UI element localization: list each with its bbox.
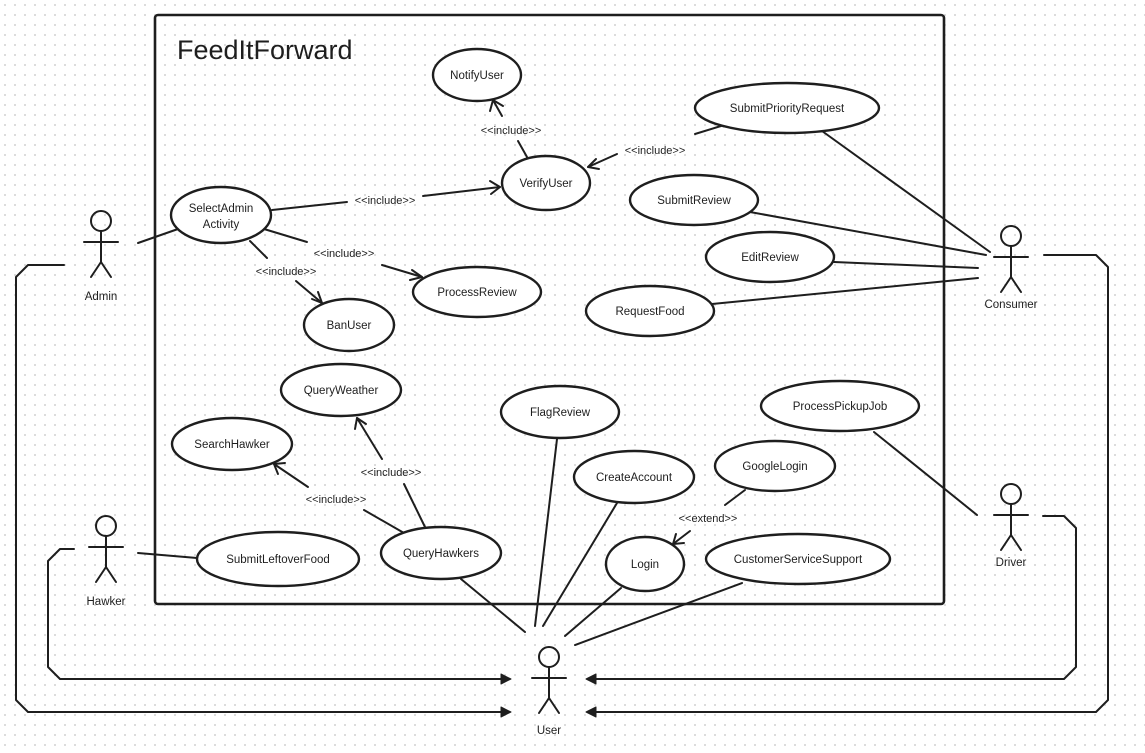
use-case-submit-leftover-food[interactable]: SubmitLeftoverFood	[195, 530, 361, 588]
use-case-label: SubmitReview	[657, 195, 731, 207]
stick-figure-icon	[531, 646, 567, 714]
use-case-label: VerifyUser	[519, 178, 572, 190]
use-case-label: CreateAccount	[596, 472, 673, 484]
use-case-label: SelectAdmin	[189, 203, 254, 215]
include-label: <<include>>	[355, 195, 416, 207]
actor-label: Admin	[85, 291, 118, 303]
use-case-notify-user[interactable]: NotifyUser	[431, 47, 523, 103]
stick-figure-icon	[88, 515, 124, 583]
use-case-query-hawkers[interactable]: QueryHawkers	[379, 525, 503, 581]
actor-label: User	[537, 725, 561, 737]
use-case-login[interactable]: Login	[604, 535, 686, 593]
use-case-label: NotifyUser	[450, 70, 504, 82]
use-case-customer-service-support[interactable]: CustomerServiceSupport	[704, 532, 892, 586]
use-case-label: Activity	[203, 219, 240, 231]
use-case-select-admin-activity[interactable]: SelectAdmin Activity	[169, 185, 273, 245]
use-case-label: QueryWeather	[304, 385, 379, 397]
stick-figure-icon	[83, 210, 119, 278]
use-case-request-food[interactable]: RequestFood	[584, 284, 716, 338]
use-case-label: QueryHawkers	[403, 548, 479, 560]
system-title: FeedItForward	[177, 35, 353, 65]
arrow-head	[585, 706, 597, 718]
stick-figure-icon	[993, 483, 1029, 551]
actor-user[interactable]: User	[531, 646, 567, 737]
actor-label: Driver	[996, 557, 1027, 569]
connector-lines	[15, 99, 1109, 718]
use-case-submit-priority-request[interactable]: SubmitPriorityRequest	[693, 81, 881, 135]
use-case-label: ProcessPickupJob	[793, 401, 888, 413]
use-case-label: EditReview	[741, 252, 799, 264]
use-case-label: ProcessReview	[437, 287, 517, 299]
use-case-ban-user[interactable]: BanUser	[302, 297, 396, 353]
use-case-query-weather[interactable]: QueryWeather	[279, 362, 403, 418]
use-case-label: Login	[631, 559, 659, 571]
use-case-label: SubmitPriorityRequest	[730, 103, 845, 115]
use-case-label: GoogleLogin	[742, 461, 807, 473]
use-case-label: RequestFood	[615, 306, 684, 318]
extend-label: <<extend>>	[679, 513, 738, 525]
use-case-search-hawker[interactable]: SearchHawker	[170, 416, 294, 472]
actor-driver[interactable]: Driver	[993, 483, 1029, 569]
actor-admin[interactable]: Admin	[83, 210, 119, 303]
use-case-create-account[interactable]: CreateAccount	[572, 449, 696, 505]
actor-label: Hawker	[87, 596, 126, 608]
use-case-process-pickup-job[interactable]: ProcessPickupJob	[759, 379, 921, 433]
use-case-edit-review[interactable]: EditReview	[704, 230, 836, 284]
relationship-labels: <<include>> <<include>> <<include>> <<in…	[256, 125, 738, 525]
arrow-head	[500, 673, 512, 685]
actor-hawker[interactable]: Hawker	[87, 515, 126, 608]
include-label: <<include>>	[256, 266, 317, 278]
arrow-head	[585, 673, 597, 685]
use-case-label: FlagReview	[530, 407, 591, 419]
use-case-verify-user[interactable]: VerifyUser	[500, 154, 592, 212]
include-label: <<include>>	[306, 494, 367, 506]
use-case-label: CustomerServiceSupport	[734, 554, 863, 566]
use-case-submit-review[interactable]: SubmitReview	[628, 173, 760, 227]
use-case-process-review[interactable]: ProcessReview	[411, 265, 543, 319]
actor-label: Consumer	[984, 299, 1037, 311]
include-label: <<include>>	[625, 145, 686, 157]
system-boundary	[153, 13, 946, 606]
use-case-label: BanUser	[327, 320, 372, 332]
include-label: <<include>>	[481, 125, 542, 137]
use-case-google-login[interactable]: GoogleLogin	[713, 439, 837, 493]
include-label: <<include>>	[361, 467, 422, 479]
arrow-head	[500, 706, 512, 718]
use-case-flag-review[interactable]: FlagReview	[499, 384, 621, 440]
stick-figure-icon	[993, 225, 1029, 293]
include-label: <<include>>	[314, 248, 375, 260]
actor-consumer[interactable]: Consumer	[984, 225, 1038, 311]
use-case-label: SubmitLeftoverFood	[226, 554, 330, 566]
use-case-label: SearchHawker	[194, 439, 270, 451]
